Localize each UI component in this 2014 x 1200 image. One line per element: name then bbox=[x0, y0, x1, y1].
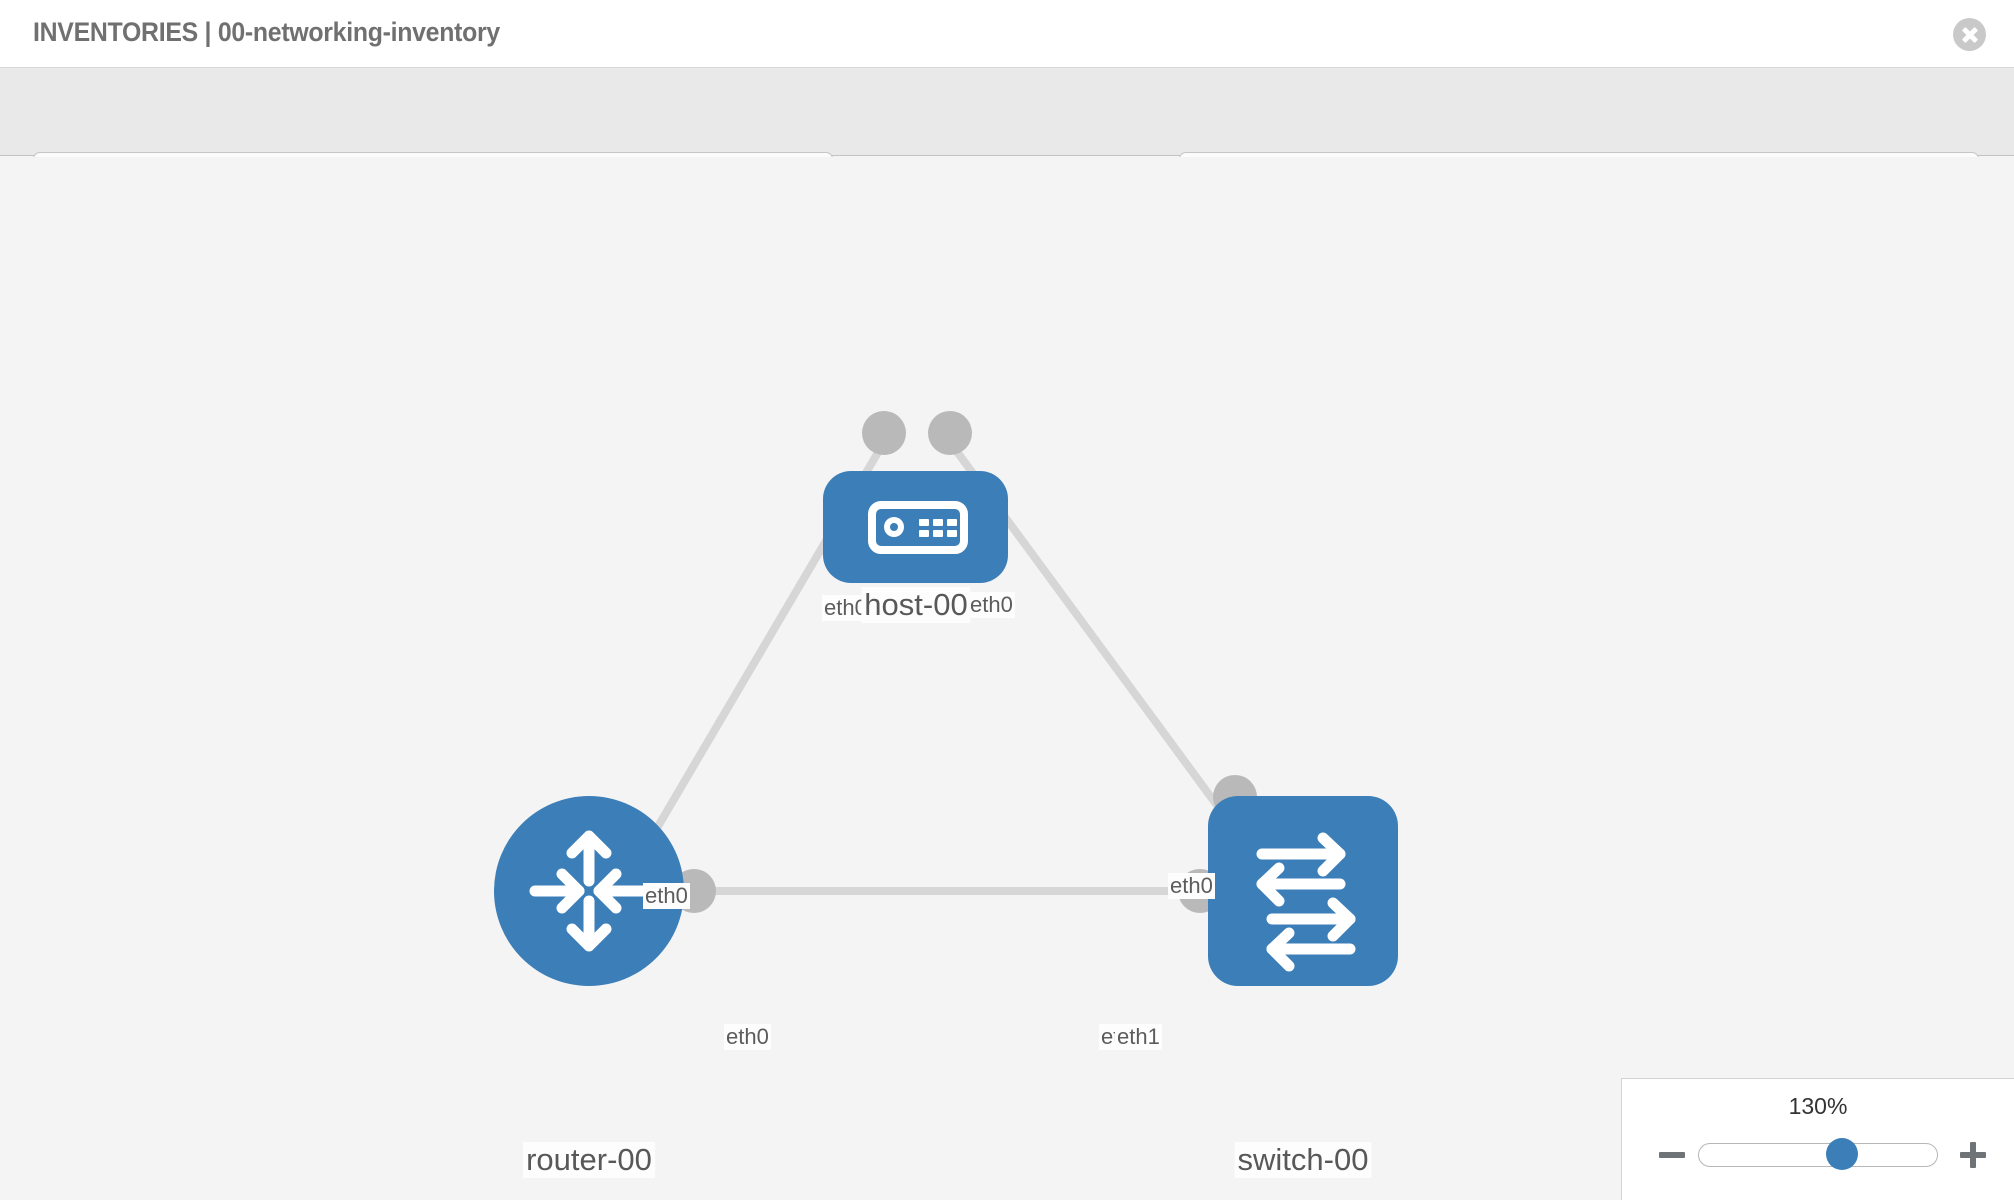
zoom-level-value: 130% bbox=[1788, 1093, 1848, 1119]
connector-host-right bbox=[928, 411, 972, 455]
node-label-router-00: router-00 bbox=[523, 1142, 655, 1178]
node-router-00[interactable] bbox=[494, 796, 684, 986]
close-icon[interactable] bbox=[1953, 18, 1986, 51]
connector-host-left bbox=[862, 411, 906, 455]
iface-label-router-up: eth0 bbox=[643, 883, 690, 909]
page-title: INVENTORIES | 00-networking-inventory bbox=[33, 17, 500, 47]
router-arrows-icon bbox=[529, 830, 649, 952]
zoom-slider-thumb[interactable] bbox=[1825, 1138, 1858, 1170]
server-icon bbox=[868, 501, 968, 554]
zoom-slider-row bbox=[1622, 1135, 2014, 1175]
switch-arrows-icon bbox=[1256, 832, 1356, 972]
node-switch-00[interactable] bbox=[1208, 796, 1398, 986]
node-host-00[interactable] bbox=[823, 471, 1008, 583]
zoom-out-button[interactable] bbox=[1659, 1142, 1685, 1168]
zoom-in-button[interactable] bbox=[1960, 1142, 1986, 1168]
iface-label-switch-up: eth0 bbox=[1168, 873, 1215, 899]
iface-label-switch-left-b: eth1 bbox=[1115, 1024, 1162, 1050]
zoom-slider[interactable] bbox=[1698, 1138, 1938, 1170]
topology-canvas[interactable]: eth0 eth0 eth0 eth0 eth0 eth0 eth1 host-… bbox=[0, 157, 2014, 1200]
iface-label-router-right: eth0 bbox=[724, 1024, 771, 1050]
iface-label-host-right: eth0 bbox=[968, 592, 1015, 618]
zoom-control-panel: 130% bbox=[1621, 1078, 2014, 1200]
node-label-switch-00: switch-00 bbox=[1234, 1142, 1372, 1178]
node-label-host-00: host-00 bbox=[861, 587, 971, 623]
plus-icon-vertical bbox=[1970, 1142, 1976, 1168]
topology-graph bbox=[494, 411, 1398, 986]
toolbar: ACTIONS SEARCH bbox=[0, 68, 2014, 208]
minus-icon bbox=[1659, 1152, 1685, 1158]
iface-label-host-left: eth0 bbox=[822, 595, 869, 621]
page-header: INVENTORIES | 00-networking-inventory bbox=[0, 0, 2014, 68]
